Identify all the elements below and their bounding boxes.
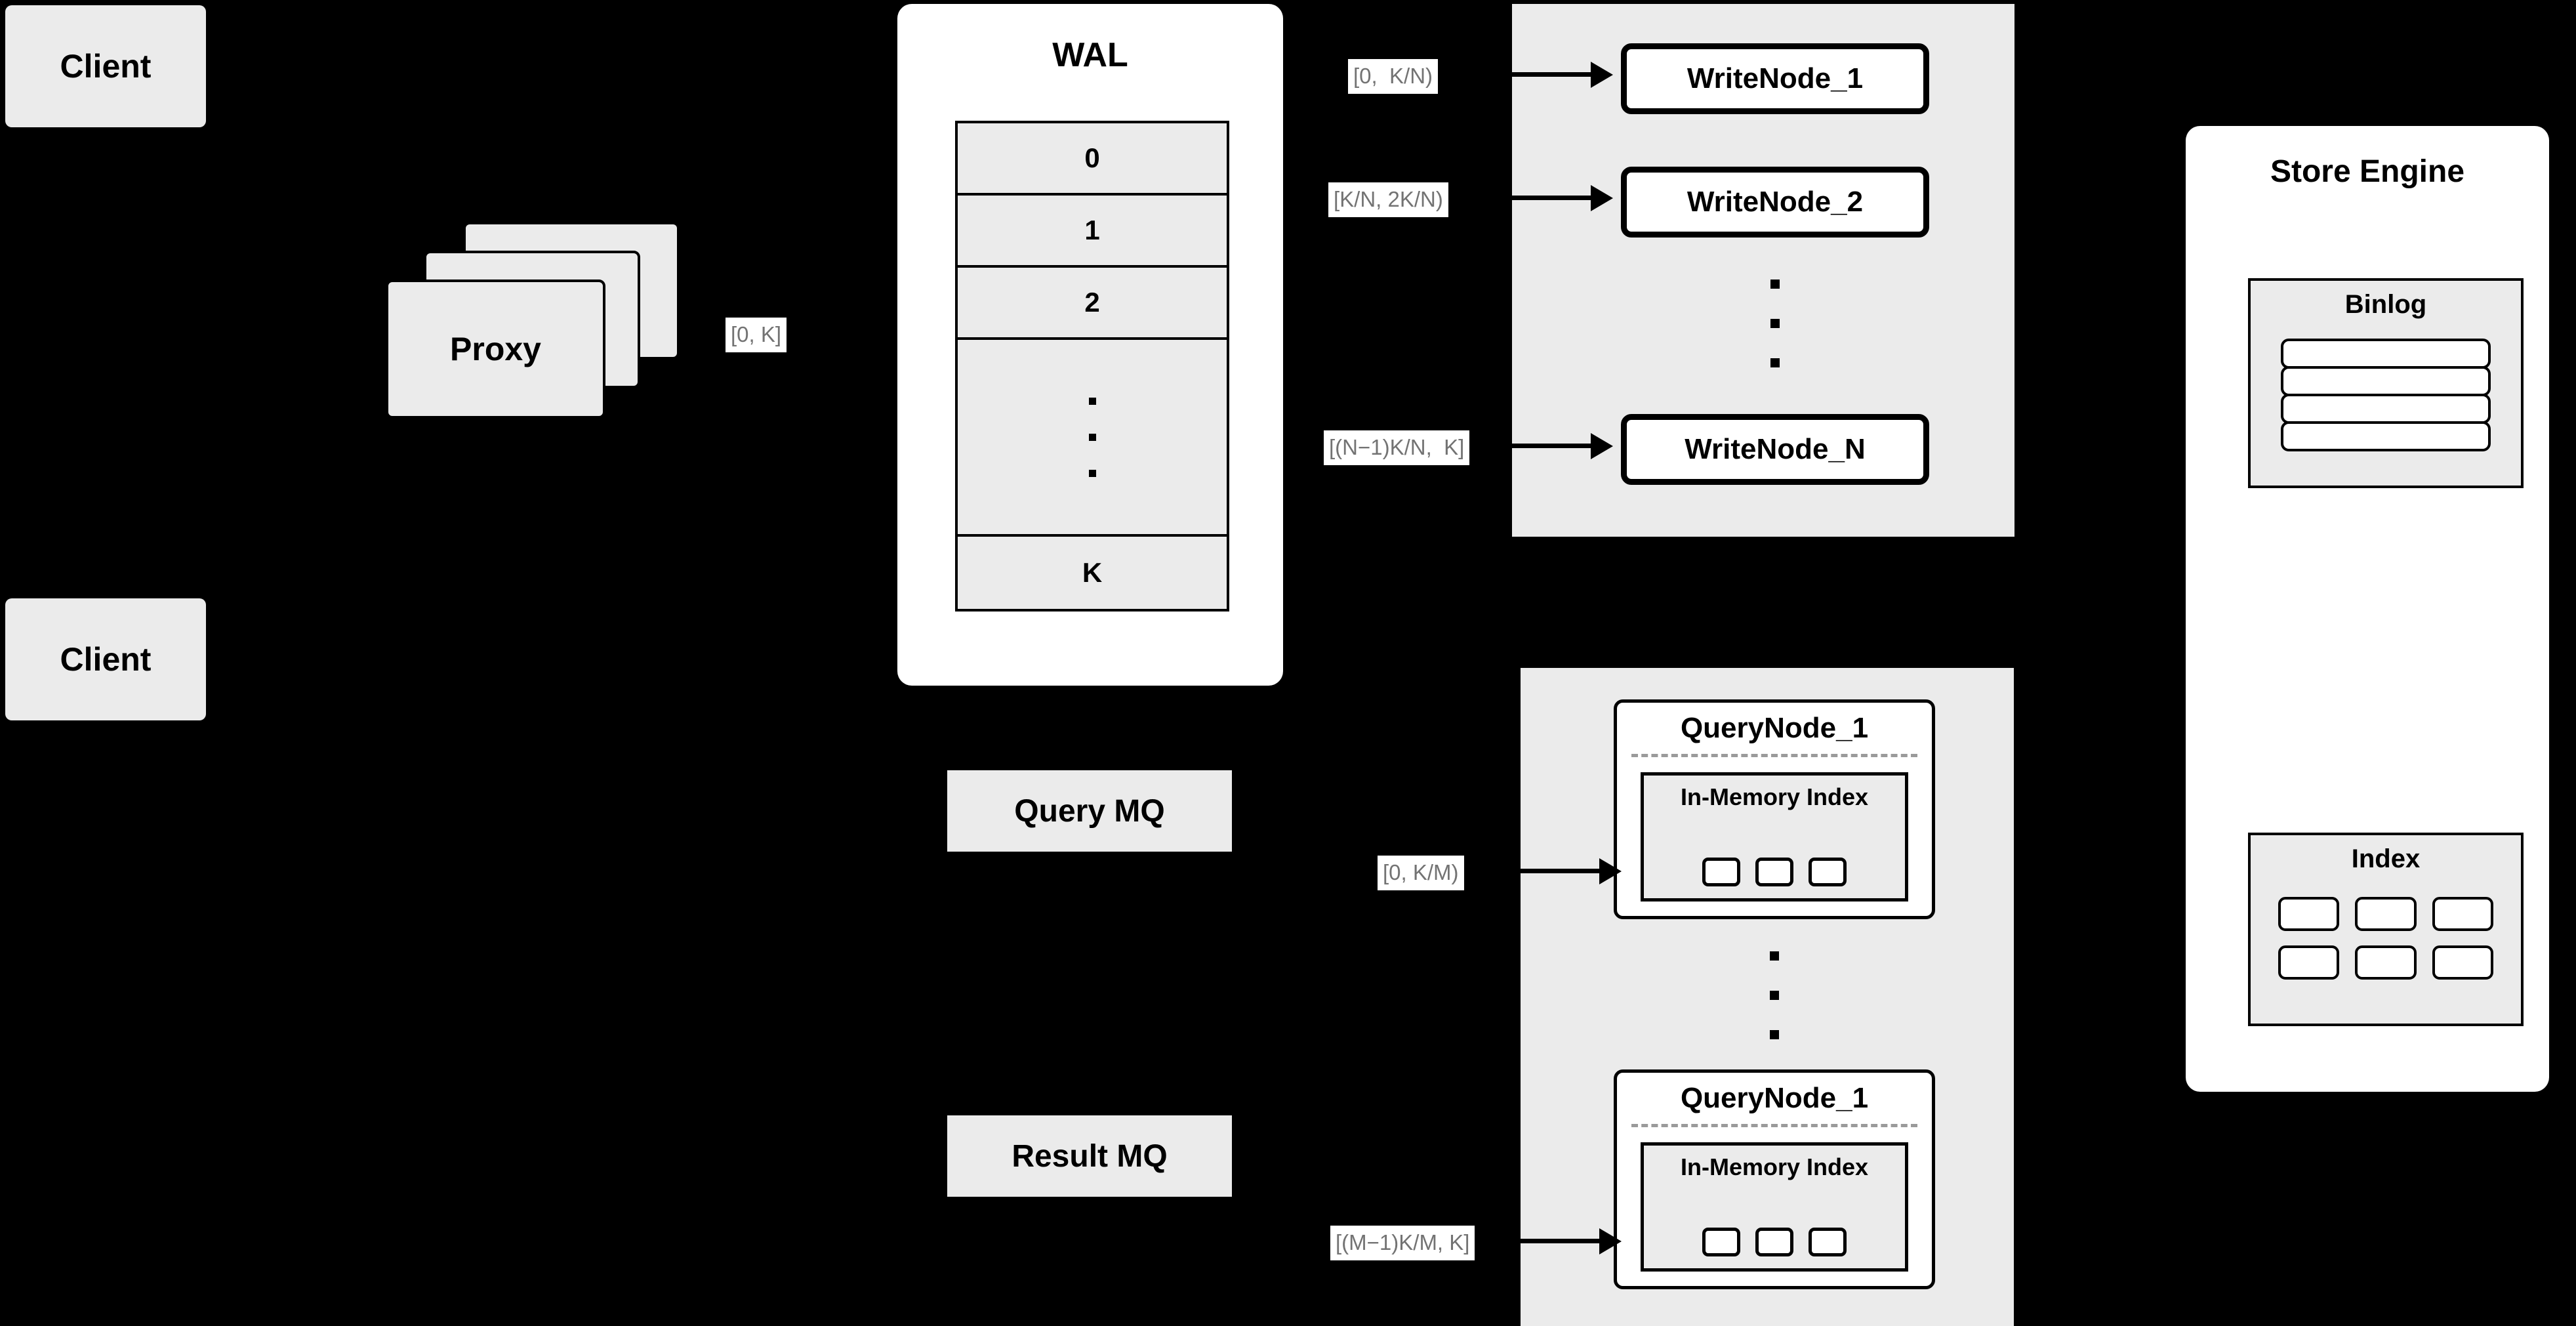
range-label-write-node-1: [0, K/N) xyxy=(1348,59,1439,94)
arrow-line-binlog xyxy=(2120,390,2158,393)
query-node-m-index-label: In-Memory Index xyxy=(1680,1153,1869,1180)
query-node-m[interactable]: QueryNode_1 In-Memory Index xyxy=(1614,1069,1935,1289)
wal-row-k: K xyxy=(1082,557,1103,588)
query-node-1-separator xyxy=(1631,754,1917,757)
arrow-line-index xyxy=(2120,951,2158,955)
wal-row-ellipsis xyxy=(958,340,1227,537)
index-grid xyxy=(2278,897,2493,980)
write-node-2-label: WriteNode_2 xyxy=(1687,186,1864,218)
write-node-2[interactable]: WriteNode_2 xyxy=(1621,167,1929,238)
binlog-row xyxy=(2281,366,2491,396)
arrow-head-query-m xyxy=(1599,1228,1622,1254)
arrow-line-write-n xyxy=(1512,444,1591,448)
query-node-1-index-label: In-Memory Index xyxy=(1680,783,1869,810)
client-box-1[interactable]: Client xyxy=(5,5,206,127)
range-label-query-node-1: [0, K/M) xyxy=(1378,856,1464,890)
write-node-n[interactable]: WriteNode_N xyxy=(1621,414,1929,485)
range-label-query-node-m: [(M−1)K/M, K] xyxy=(1330,1226,1475,1260)
binlog-row xyxy=(2281,339,2491,369)
range-label-write-node-2: [K/N, 2K/N) xyxy=(1328,182,1448,217)
arrow-head-write-2 xyxy=(1591,185,1613,211)
query-node-m-separator xyxy=(1631,1124,1917,1127)
result-mq-box[interactable]: Result MQ xyxy=(947,1115,1232,1197)
wal-row-0: 0 xyxy=(958,123,1227,196)
index-cell xyxy=(1809,858,1847,886)
index-cell xyxy=(1755,1228,1793,1256)
query-cluster-panel: QueryNode_1 In-Memory Index QueryNode_1 … xyxy=(1521,668,2014,1326)
binlog-box: Binlog xyxy=(2248,278,2524,488)
wal-row-1: 1 xyxy=(958,196,1227,268)
index-cell xyxy=(1755,858,1793,886)
index-cell xyxy=(1809,1228,1847,1256)
query-cluster-vertical-ellipsis-icon xyxy=(1770,951,1779,1039)
write-node-1-label: WriteNode_1 xyxy=(1687,62,1864,94)
wal-row-2: 2 xyxy=(958,268,1227,340)
query-node-m-index-cells xyxy=(1644,1228,1905,1256)
binlog-row xyxy=(2281,394,2491,424)
index-cell xyxy=(2432,945,2493,980)
write-cluster-vertical-ellipsis-icon xyxy=(1770,280,1780,367)
index-box: Index xyxy=(2248,833,2524,1026)
arrow-head-index xyxy=(2157,966,2183,994)
arrow-head-binlog xyxy=(2157,377,2183,405)
query-node-m-in-memory-index: In-Memory Index xyxy=(1641,1142,1908,1272)
query-node-1-in-memory-index: In-Memory Index xyxy=(1641,772,1908,901)
index-cell xyxy=(2355,945,2417,980)
arrow-line-query-m xyxy=(1521,1239,1599,1243)
client-label-1: Client xyxy=(60,48,152,85)
wal-table: 0 1 2 K xyxy=(955,121,1229,611)
write-node-1[interactable]: WriteNode_1 xyxy=(1621,43,1929,114)
query-node-1-title: QueryNode_1 xyxy=(1680,712,1869,744)
arrow-line-write-1 xyxy=(1512,72,1591,77)
proxy-card-front[interactable]: Proxy xyxy=(386,280,605,419)
arrow-line-query-1 xyxy=(1521,869,1599,873)
binlog-title: Binlog xyxy=(2344,290,2427,319)
query-mq-box[interactable]: Query MQ xyxy=(947,770,1232,852)
binlog-row xyxy=(2281,421,2491,451)
index-cell xyxy=(2278,945,2340,980)
write-cluster-panel: WriteNode_1 WriteNode_2 WriteNode_N xyxy=(1512,4,2014,537)
index-cell xyxy=(1702,1228,1740,1256)
index-cell xyxy=(1702,858,1740,886)
store-engine-title: Store Engine xyxy=(2270,154,2465,189)
range-label-proxy-to-wal: [0, K] xyxy=(726,318,787,352)
wal-panel: WAL 0 1 2 K xyxy=(897,4,1283,686)
proxy-label: Proxy xyxy=(450,331,541,367)
index-cell xyxy=(2355,897,2417,931)
binlog-rows xyxy=(2281,339,2491,451)
query-node-1-index-cells xyxy=(1644,858,1905,886)
query-node-m-title: QueryNode_1 xyxy=(1680,1082,1869,1114)
result-mq-label: Result MQ xyxy=(1012,1138,1168,1174)
client-label-2: Client xyxy=(60,641,152,678)
client-box-2[interactable]: Client xyxy=(5,598,206,720)
arrow-head-write-n xyxy=(1591,433,1613,459)
arrow-head-query-1 xyxy=(1599,858,1622,884)
arrow-head-write-1 xyxy=(1591,62,1613,88)
query-mq-label: Query MQ xyxy=(1014,793,1165,829)
wal-vertical-ellipsis-icon xyxy=(1088,397,1096,477)
store-engine-panel: Store Engine Binlog Index xyxy=(2186,126,2549,1092)
wal-title: WAL xyxy=(1052,36,1128,74)
range-label-write-node-n: [(N−1)K/N, K] xyxy=(1324,430,1470,465)
index-title: Index xyxy=(2351,844,2421,873)
write-node-n-label: WriteNode_N xyxy=(1685,433,1866,465)
arrow-line-write-2 xyxy=(1512,196,1591,200)
proxy-stack[interactable]: Proxy xyxy=(386,222,687,438)
index-cell xyxy=(2278,897,2340,931)
query-node-1[interactable]: QueryNode_1 In-Memory Index xyxy=(1614,699,1935,919)
index-cell xyxy=(2432,897,2493,931)
